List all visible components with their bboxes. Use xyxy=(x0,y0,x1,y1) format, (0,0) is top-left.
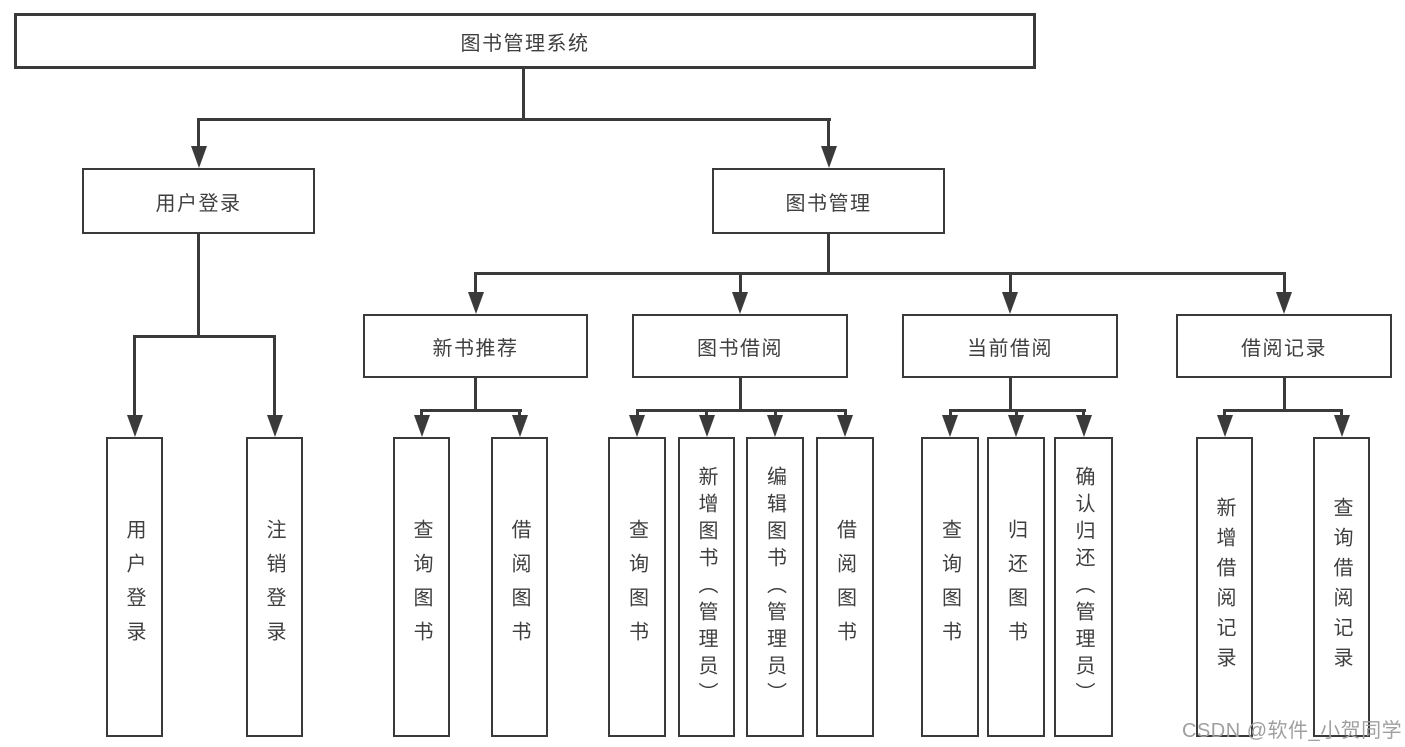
arrow-down-icon xyxy=(190,146,207,168)
edge-line xyxy=(474,272,1286,275)
node-book-borrowing: 图书借阅 xyxy=(632,314,848,378)
edge-line xyxy=(133,335,276,338)
node-label: 编辑图书（管理员） xyxy=(763,465,786,709)
edge-line xyxy=(635,409,847,412)
arrow-down-icon xyxy=(1075,415,1092,437)
edge-line xyxy=(705,409,708,419)
node-label: 查询图书 xyxy=(625,519,648,655)
node-label: 图书借阅 xyxy=(697,337,783,360)
leaf-add-borrow-record: 新增借阅记录 xyxy=(1196,437,1253,737)
edge-line xyxy=(197,118,200,148)
edge-line xyxy=(474,378,477,411)
leaf-edit-books-admin: 编辑图书（管理员） xyxy=(746,437,804,737)
edge-line xyxy=(474,272,477,296)
edge-line xyxy=(1282,272,1286,296)
leaf-add-books-admin: 新增图书（管理员） xyxy=(678,437,735,737)
edge-line xyxy=(197,118,831,121)
edge-line xyxy=(773,409,777,419)
edge-line xyxy=(827,118,830,148)
node-label: 用户登录 xyxy=(155,192,242,215)
node-current-borrowing: 当前借阅 xyxy=(902,314,1118,378)
arrow-down-icon xyxy=(837,415,853,437)
arrow-down-icon xyxy=(1333,415,1350,437)
arrow-down-icon xyxy=(1216,415,1233,437)
edge-line xyxy=(1014,409,1018,419)
edge-line xyxy=(1340,409,1343,419)
leaf-query-books-current: 查询图书 xyxy=(921,437,979,737)
arrow-down-icon xyxy=(1008,415,1024,437)
edge-line xyxy=(518,409,521,419)
edge-line xyxy=(420,409,423,419)
edge-line xyxy=(1223,409,1343,412)
node-label: 图书管理系统 xyxy=(460,32,590,55)
node-book-management: 图书管理 xyxy=(712,168,945,234)
leaf-return-books: 归还图书 xyxy=(987,437,1045,737)
node-label: 用户登录 xyxy=(123,519,145,655)
leaf-borrow-books-recommend: 借阅图书 xyxy=(491,437,548,737)
edge-line xyxy=(948,409,952,419)
arrow-down-icon xyxy=(732,292,748,314)
arrow-down-icon xyxy=(126,415,143,437)
node-label: 借阅图书 xyxy=(508,519,530,655)
edge-line xyxy=(738,378,742,411)
node-label: 确认归还（管理员） xyxy=(1072,465,1094,709)
arrow-down-icon xyxy=(511,415,528,437)
edge-line xyxy=(522,68,525,118)
leaf-borrow-books-borrowing: 借阅图书 xyxy=(816,437,874,737)
arrow-down-icon xyxy=(467,292,484,314)
node-label: 新书推荐 xyxy=(432,337,519,360)
node-label: 借阅图书 xyxy=(833,519,856,655)
edge-line xyxy=(843,409,847,419)
edge-line xyxy=(133,335,136,417)
node-label: 查询借阅记录 xyxy=(1330,497,1352,677)
node-new-book-recommendation: 新书推荐 xyxy=(363,314,588,378)
arrow-down-icon xyxy=(820,146,837,168)
leaf-query-books-borrowing: 查询图书 xyxy=(608,437,666,737)
arrow-down-icon xyxy=(698,415,715,437)
leaf-query-books-recommend: 查询图书 xyxy=(393,437,450,737)
edge-line xyxy=(197,233,200,337)
leaf-logout: 注销登录 xyxy=(246,437,303,737)
edge-line xyxy=(635,409,639,419)
edge-line xyxy=(1282,378,1286,411)
leaf-query-borrow-record: 查询借阅记录 xyxy=(1313,437,1370,737)
arrow-down-icon xyxy=(1002,292,1018,314)
watermark: CSDN @软件_小贺同学 xyxy=(1182,720,1403,742)
node-label: 归还图书 xyxy=(1004,519,1027,655)
arrow-down-icon xyxy=(1276,292,1292,314)
arrow-down-icon xyxy=(629,415,645,437)
node-label: 查询图书 xyxy=(410,519,432,655)
leaf-confirm-return-admin: 确认归还（管理员） xyxy=(1054,437,1113,737)
arrow-down-icon xyxy=(767,415,783,437)
edge-line xyxy=(1008,272,1012,296)
node-library-management-system: 图书管理系统 xyxy=(14,13,1036,69)
node-label: 图书管理 xyxy=(785,192,872,215)
node-label: 借阅记录 xyxy=(1241,337,1327,360)
node-label: 查询图书 xyxy=(938,519,961,655)
edge-line xyxy=(1223,409,1226,419)
leaf-user-login: 用户登录 xyxy=(106,437,163,737)
edge-line xyxy=(1082,409,1085,419)
edge-line xyxy=(273,335,276,417)
arrow-down-icon xyxy=(942,415,958,437)
node-label: 当前借阅 xyxy=(967,337,1053,360)
node-label: 新增借阅记录 xyxy=(1213,497,1235,677)
node-label: 注销登录 xyxy=(263,519,285,655)
edge-line xyxy=(1008,378,1012,411)
node-borrowing-records: 借阅记录 xyxy=(1176,314,1392,378)
arrow-down-icon xyxy=(266,415,283,437)
arrow-down-icon xyxy=(413,415,430,437)
edge-line xyxy=(738,272,742,296)
node-label: 新增图书（管理员） xyxy=(695,465,717,709)
node-user-login: 用户登录 xyxy=(82,168,315,234)
edge-line xyxy=(827,233,830,274)
edge-line xyxy=(420,409,522,412)
